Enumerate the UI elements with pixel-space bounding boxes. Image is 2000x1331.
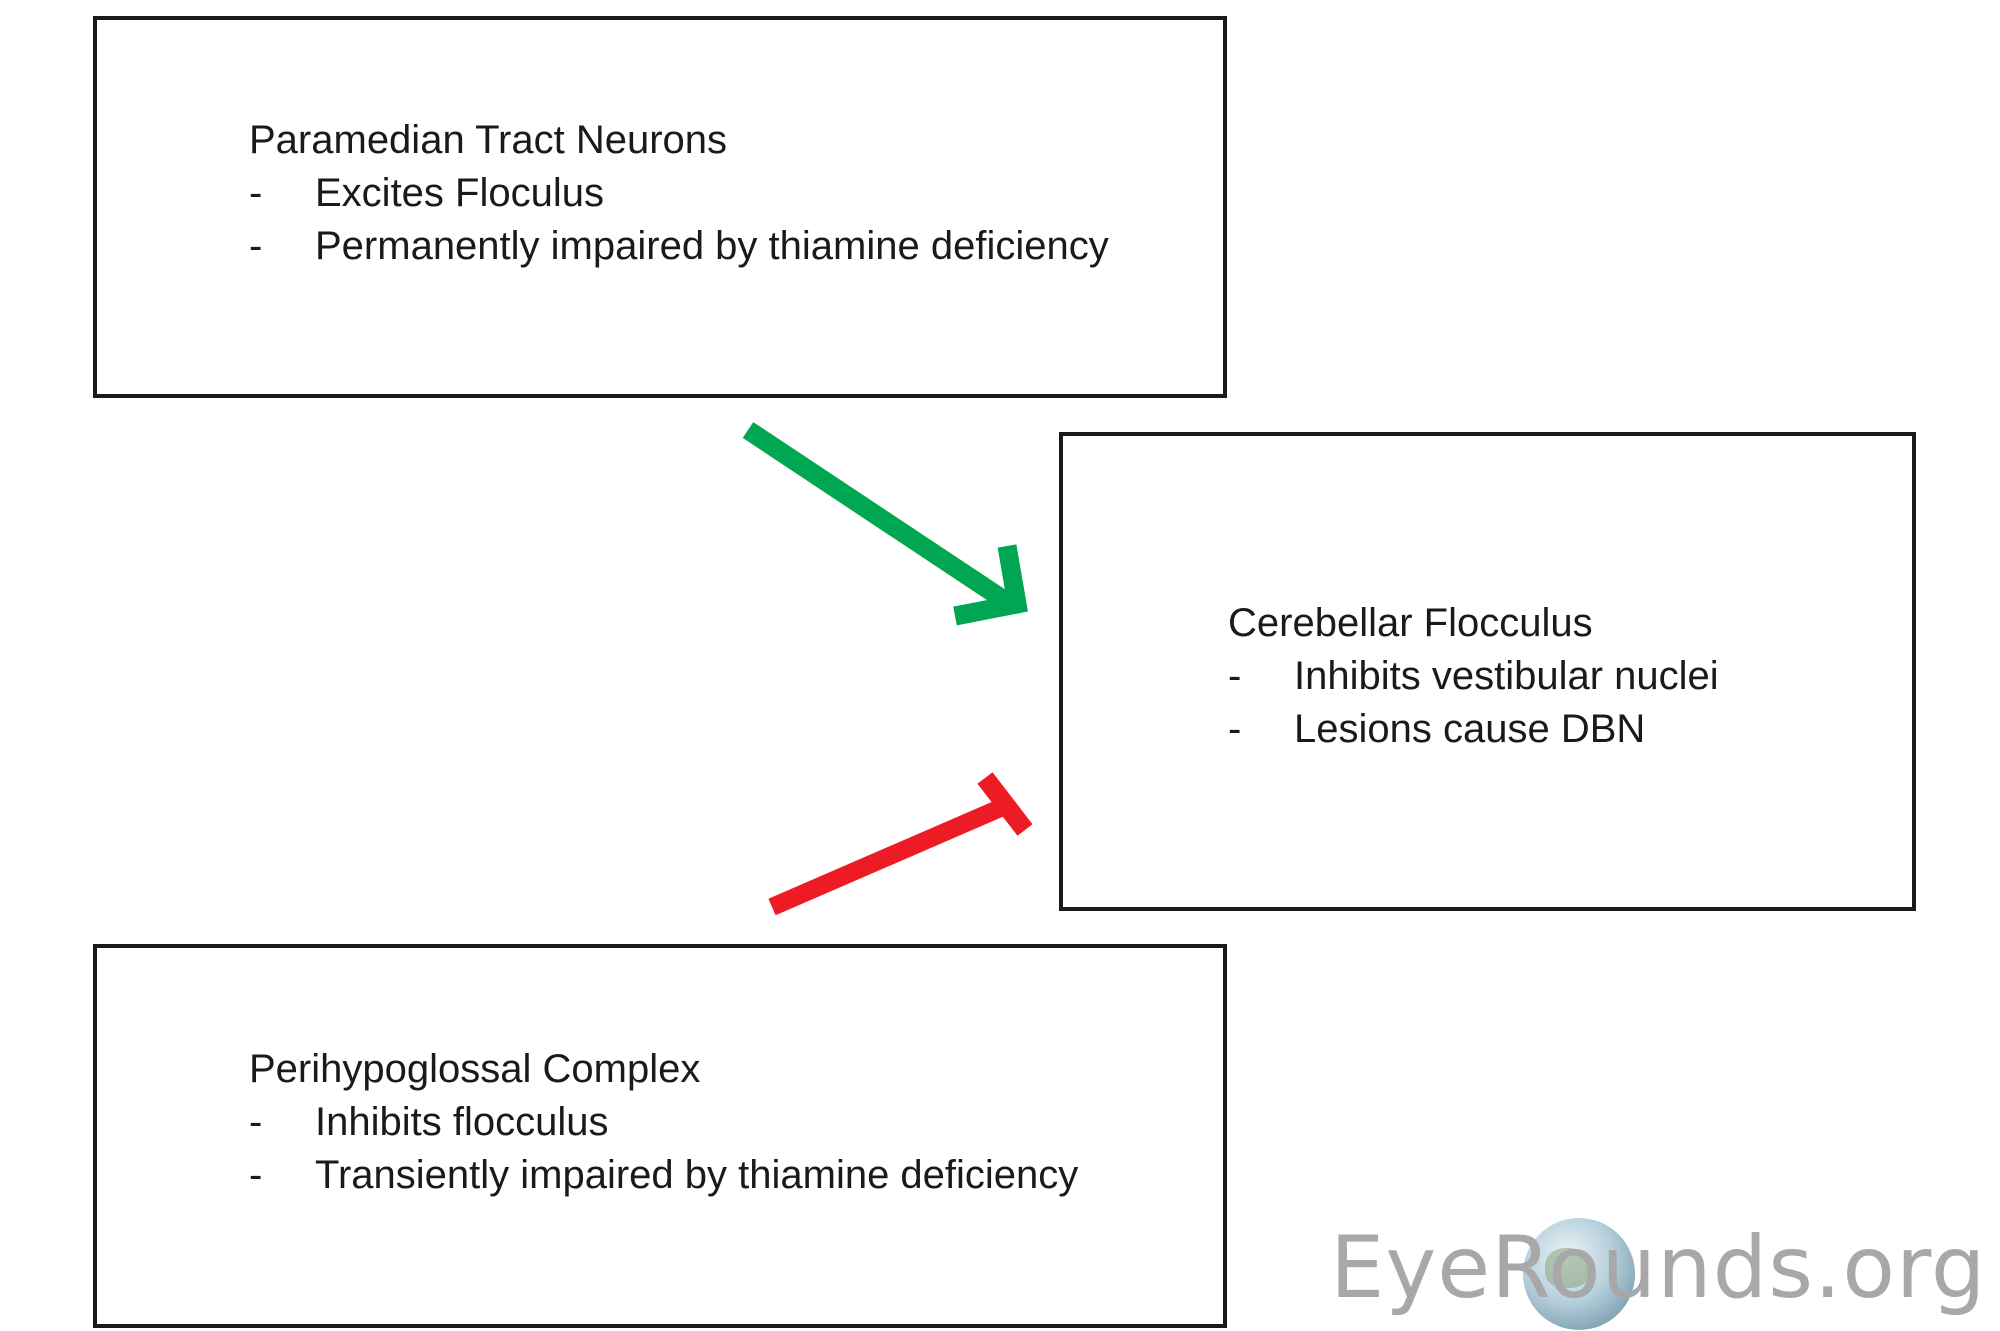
cerebellar-flocculus-box: Cerebellar Flocculus - Inhibits vestibul… [1059,432,1916,911]
bullet-dash: - [249,224,263,268]
inhibitory-tee-shaft [768,797,1009,916]
bullet-dash: - [249,1100,263,1144]
bullet-dash: - [1228,707,1242,751]
paramedian-item-2: Permanently impaired by thiamine deficie… [315,224,1109,268]
bullet-dash: - [249,1153,263,1197]
paramedian-bullet-1: - Excites Floculus [249,167,1109,220]
perihypoglossal-bullet-2: - Transiently impaired by thiamine defic… [249,1149,1078,1202]
flocculus-item-1: Inhibits vestibular nuclei [1294,654,1719,698]
perihypoglossal-complex-box: Perihypoglossal Complex - Inhibits flocc… [93,944,1227,1328]
perihypoglossal-title: Perihypoglossal Complex [249,1047,701,1091]
paramedian-item-1: Excites Floculus [315,171,604,215]
excitatory-arrow-shaft [742,422,1016,612]
perihypoglossal-item-2: Transiently impaired by thiamine deficie… [315,1153,1079,1197]
flocculus-title: Cerebellar Flocculus [1228,601,1593,645]
inhibitory-tee-bar [977,772,1033,836]
paramedian-bullet-2: - Permanently impaired by thiamine defic… [249,220,1109,273]
flocculus-bullet-2: - Lesions cause DBN [1228,703,1719,756]
watermark-logo: EyeRounds.org [1330,1218,1987,1318]
flocculus-bullet-1: - Inhibits vestibular nuclei [1228,650,1719,703]
bullet-dash: - [1228,654,1242,698]
inhibitory-tee [768,772,1033,916]
paramedian-title: Paramedian Tract Neurons [249,118,728,162]
perihypoglossal-item-1: Inhibits flocculus [315,1100,609,1144]
excitatory-arrow [742,422,1028,626]
excitatory-arrow-head [953,544,1028,626]
flocculus-content: Cerebellar Flocculus - Inhibits vestibul… [1228,597,1719,756]
paramedian-tract-neurons-box: Paramedian Tract Neurons - Excites Flocu… [93,16,1227,398]
perihypoglossal-bullet-1: - Inhibits flocculus [249,1096,1078,1149]
paramedian-content: Paramedian Tract Neurons - Excites Flocu… [249,114,1109,273]
globe-land-mark [1545,1248,1593,1288]
bullet-dash: - [249,171,263,215]
flocculus-item-2: Lesions cause DBN [1294,707,1646,751]
perihypoglossal-content: Perihypoglossal Complex - Inhibits flocc… [249,1043,1078,1202]
